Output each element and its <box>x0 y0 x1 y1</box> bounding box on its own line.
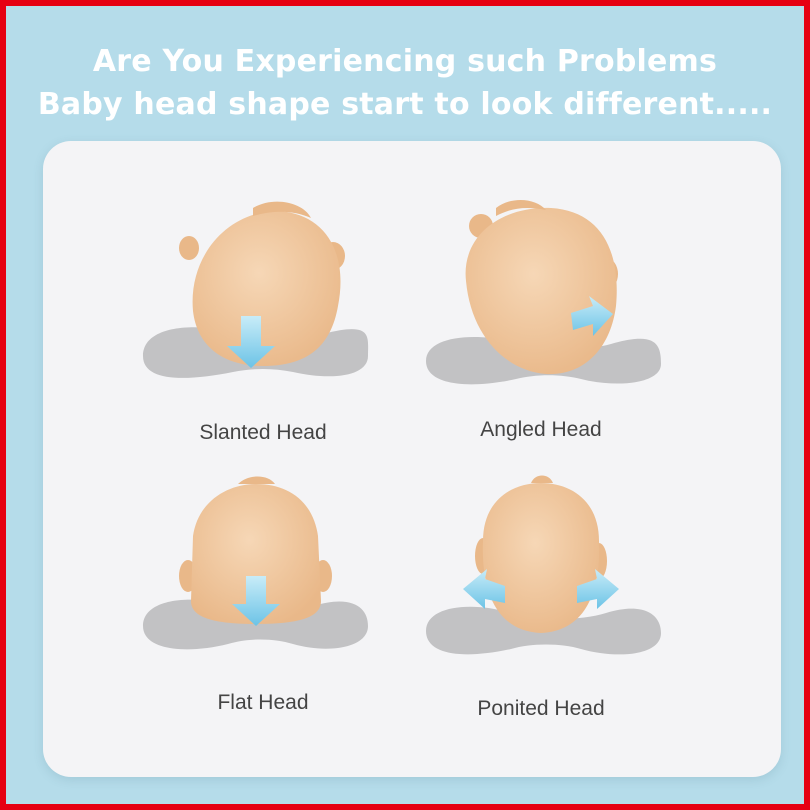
angled-head-illustration <box>426 199 661 385</box>
flat-head-label: Flat Head <box>217 691 309 714</box>
arrow-down-icon <box>232 576 280 626</box>
slanted-head-illustration <box>143 201 369 378</box>
angled-head-label: Angled Head <box>480 418 602 441</box>
headline-line-1: Are You Experiencing such Problems <box>92 44 718 79</box>
illustration-card: Slanted Head Angled Head <box>43 141 781 777</box>
angled-head-panel: Angled Head <box>421 196 721 476</box>
baby-head-shape <box>191 484 321 624</box>
slanted-head-label: Slanted Head <box>199 421 327 444</box>
pointed-head-illustration <box>426 475 661 655</box>
flat-head-panel: Flat Head <box>133 476 433 756</box>
arrow-right-icon <box>571 296 613 336</box>
arrow-down-icon <box>227 316 275 368</box>
pointed-head-panel: Ponited Head <box>421 471 721 751</box>
pointed-head-label: Ponited Head <box>477 697 605 720</box>
slanted-head-panel: Slanted Head <box>133 196 433 476</box>
headline: Are You Experiencing such Problems Baby … <box>6 40 804 126</box>
baby-head-shape <box>482 483 600 633</box>
flat-head-illustration <box>143 476 368 650</box>
arrow-right-icon <box>577 569 619 609</box>
baby-head-shape <box>192 211 341 366</box>
arrow-left-icon <box>463 569 505 609</box>
headline-line-2: Baby head shape start to look different.… <box>37 87 773 122</box>
baby-head-shape <box>465 207 617 375</box>
